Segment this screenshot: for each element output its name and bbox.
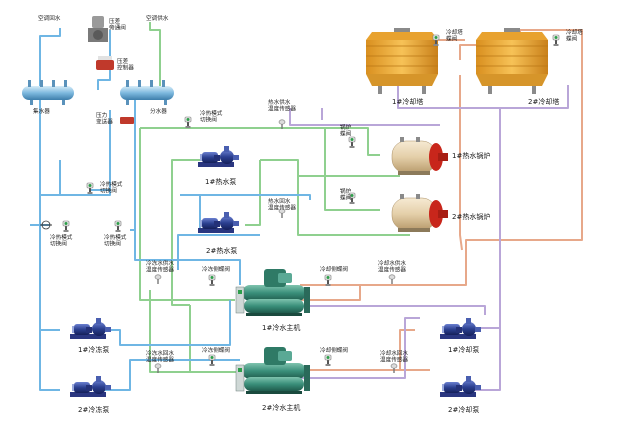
heating-water-pipes [139,22,410,373]
label-heat-supply-temp: 热水供水温度传感器 [268,98,296,112]
label-cw-supply-temp: 冷却水供水温度传感器 [378,259,406,273]
label-chw-supply-temp: 冷冻水供水温度传感器 [146,259,174,273]
label-boiler-valve-2: 锅炉蝶阀 [340,187,352,201]
label-chiller-1: 1#冷水主机 [262,323,300,332]
label-mode-valve-2: 冷热模式切换阀 [100,180,123,194]
butterfly-valve-icon [114,220,122,233]
centrifugal-pump-icon [440,376,481,397]
label-chw-pump-2: 2#冷冻泵 [78,405,109,414]
cooling-return-pipes [289,85,569,391]
temperature-sensor-icon [390,363,398,374]
label-chw-return-temp: 冷冻水回水温度传感器 [146,349,174,363]
label-chw-valve-bottom: 冷冻侧蝶阀 [202,346,230,354]
label-chw-valve-top: 冷冻侧蝶阀 [202,265,230,273]
diagram-labels: 空调回水压差旁通阀空调供水压差控制器集水器压力变送器分水器冷热模式切换阀热水供水… [33,14,583,414]
temperature-sensor-icon [154,274,162,285]
water-header-icon [22,86,74,100]
manual-valve-icon [40,220,52,230]
hot-water-boiler-icon [391,193,449,233]
centrifugal-pump-icon [198,146,239,167]
label-boiler-1: 1#热水锅炉 [452,151,490,160]
label-tower-valve-2: 冷却塔蝶阀 [566,28,583,42]
label-pressure-transmitter: 压力变送器 [96,111,113,125]
cooling-tower-icon [475,27,549,95]
butterfly-valve-icon [348,136,356,149]
butterfly-valve-icon [208,274,216,287]
label-hot-pump-2: 2#热水泵 [206,246,237,255]
label-mode-valve-4: 冷热模式切换阀 [104,233,127,247]
label-ac-return: 空调回水 [38,14,61,22]
label-cw-valve-bottom: 冷却侧蝶阀 [320,346,348,354]
label-tower-valve-1: 冷却塔蝶阀 [446,28,463,42]
centrifugal-pump-icon [70,376,111,397]
label-tower-1: 1#冷却塔 [392,97,423,106]
label-mode-valve-1: 冷热模式切换阀 [200,109,223,123]
centrifugal-pump-icon [440,318,481,339]
butterfly-valve-icon [86,182,94,195]
label-hot-pump-1: 1#热水泵 [205,177,236,186]
butterfly-valve-icon [62,220,70,233]
label-cw-pump-1: 1#冷却泵 [448,345,479,354]
centrifugal-pump-icon [70,318,111,339]
cooling-tower-icon [365,27,439,95]
butterfly-valve-icon [184,116,192,129]
label-pressure-controller: 压差控制器 [117,57,134,71]
label-cw-pump-2: 2#冷却泵 [448,405,479,414]
label-chiller-2: 2#冷水主机 [262,403,300,412]
temperature-sensor-icon [388,274,396,285]
water-distributor [120,80,174,105]
label-boiler-valve-1: 锅炉蝶阀 [340,123,352,137]
pressure-controller [96,56,114,70]
centrifugal-pump-icon [198,212,239,233]
water-header-icon [120,86,174,100]
label-collector: 集水器 [33,107,50,115]
water-chiller-icon [235,346,311,395]
pressure-transmitter [120,117,134,124]
butterfly-valve-icon [552,34,560,47]
label-distributor: 分水器 [150,107,167,115]
label-tower-2: 2#冷却塔 [528,97,559,106]
label-cw-return-temp: 冷却水回水温度传感器 [380,349,408,363]
butterfly-valve-icon [324,354,332,367]
label-cw-valve-top: 冷却侧蝶阀 [320,265,348,273]
hot-water-boiler-icon [391,136,449,176]
label-ac-supply: 空调供水 [146,14,169,22]
label-boiler-2: 2#热水锅炉 [452,212,490,221]
differential-bypass-valve [88,16,108,42]
water-chiller-icon [235,268,311,317]
label-chw-pump-1: 1#冷冻泵 [78,345,109,354]
label-bypass-valve: 压差旁通阀 [109,17,126,31]
water-collector [22,80,74,105]
label-mode-valve-3: 冷热模式切换阀 [50,233,73,247]
butterfly-valve-icon [324,274,332,287]
label-heat-return-temp: 热水回水温度传感器 [268,197,296,211]
